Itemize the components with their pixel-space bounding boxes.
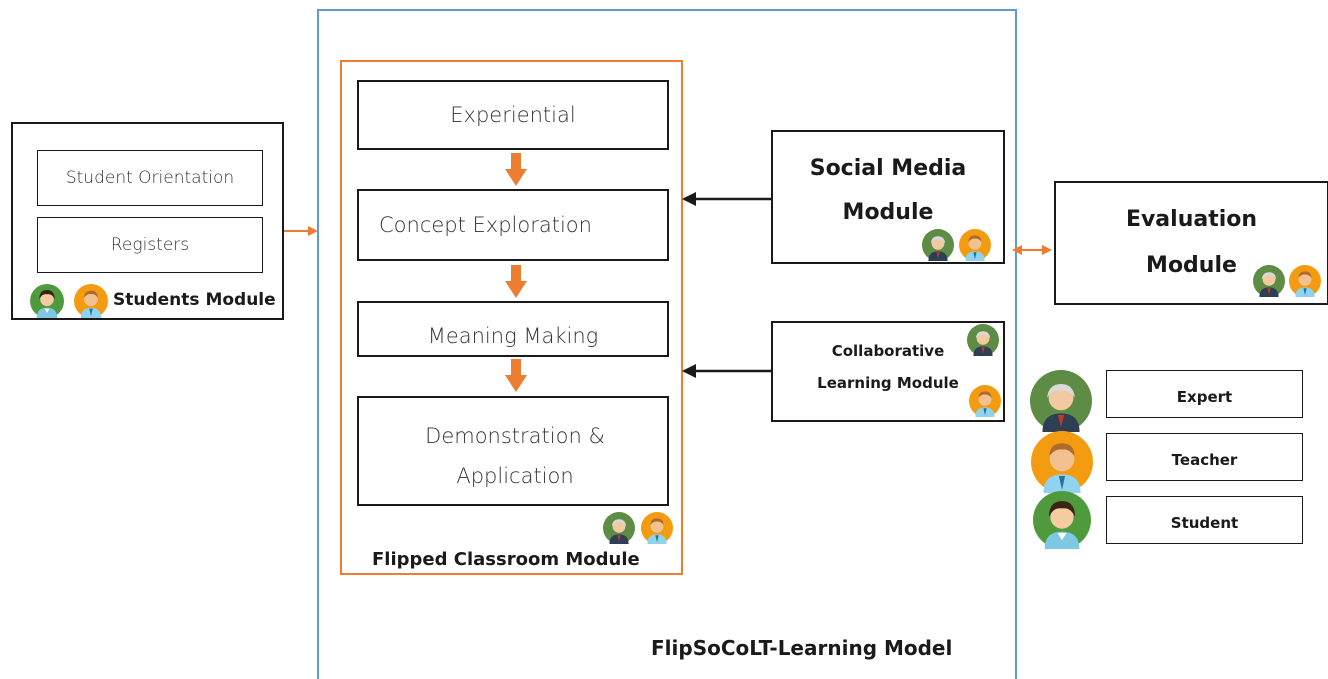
legend-teacher-avatar-icon — [1031, 431, 1093, 493]
social-media-line2: Module — [842, 200, 934, 225]
teacher-avatar-icon — [74, 284, 108, 318]
teacher-avatar-icon — [1289, 265, 1321, 297]
teacher-avatar-icon — [959, 229, 991, 261]
registers-box[interactable]: Registers — [37, 217, 263, 273]
evaluation-line2: Module — [1146, 253, 1237, 278]
teacher-avatar-icon — [641, 512, 673, 544]
student-avatar-icon — [30, 284, 64, 318]
legend-student-box: Student — [1106, 496, 1303, 544]
legend-expert-avatar-icon — [1030, 370, 1092, 432]
legend-expert-label: Expert — [1176, 388, 1233, 406]
step-application-label: Application — [456, 464, 574, 488]
step-concept-exploration-label: Concept Exploration — [379, 213, 592, 237]
registers-label: Registers — [110, 235, 190, 255]
step-concept-exploration[interactable]: Concept Exploration — [357, 189, 669, 261]
step-meaning-making-label: Meaning Making — [427, 324, 599, 348]
legend-teacher-label: Teacher — [1171, 451, 1238, 469]
step-meaning-making[interactable]: Meaning Making — [357, 301, 669, 357]
step-experiential-label: Experiential — [450, 103, 576, 127]
expert-avatar-icon — [603, 512, 635, 544]
step-arrow-2 — [505, 265, 527, 298]
flipped-module-title: Flipped Classroom Module — [372, 549, 640, 570]
step-experiential[interactable]: Experiential — [357, 80, 669, 150]
legend-expert-box: Expert — [1106, 370, 1303, 418]
step-arrow-3 — [505, 359, 527, 392]
student-orientation-label: Student Orientation — [65, 168, 235, 188]
legend-student-label: Student — [1170, 514, 1239, 532]
social-media-line1: Social Media — [809, 156, 967, 181]
legend-teacher-box: Teacher — [1106, 433, 1303, 481]
collaborative-learning-module[interactable]: Collaborative Learning Module — [771, 321, 1005, 422]
model-title: FlipSoCoLT-Learning Model — [651, 636, 953, 660]
step-demonstration-label: Demonstration & — [425, 424, 605, 448]
flipped-frame — [340, 60, 683, 575]
expert-avatar-icon — [922, 229, 954, 261]
teacher-avatar-icon — [969, 385, 1001, 417]
collaborative-line1: Collaborative — [831, 342, 945, 360]
model-frame — [317, 9, 1017, 679]
step-arrow-1 — [505, 153, 527, 186]
students-module-title: Students Module — [113, 290, 276, 310]
evaluation-module[interactable]: Evaluation Module — [1054, 181, 1328, 305]
evaluation-line1: Evaluation — [1125, 207, 1258, 232]
expert-avatar-icon — [967, 324, 999, 356]
expert-avatar-icon — [1253, 265, 1285, 297]
student-orientation-box[interactable]: Student Orientation — [37, 150, 263, 206]
collaborative-line2: Learning Module — [817, 374, 959, 392]
legend-student-avatar-icon — [1033, 491, 1091, 549]
step-demonstration-application[interactable]: Demonstration & Application — [357, 396, 669, 506]
